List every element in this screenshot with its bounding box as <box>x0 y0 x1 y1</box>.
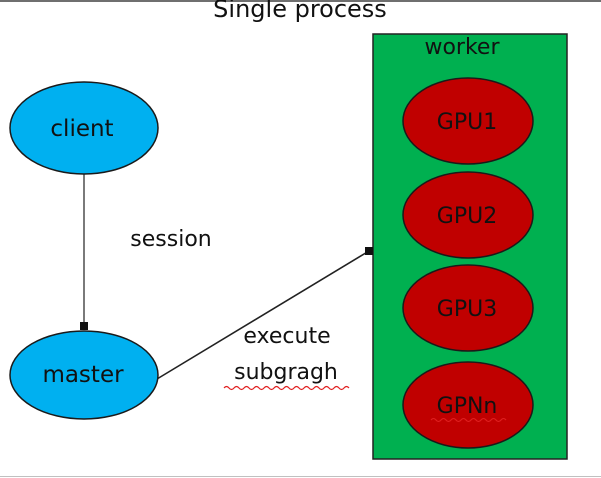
spellcheck-underline <box>430 417 507 423</box>
gpu-node-3[interactable]: GPU3 <box>402 264 534 352</box>
worker-label: worker <box>424 35 500 60</box>
execute-edge-label-line2: subgragh <box>234 360 338 385</box>
client-node[interactable]: client <box>9 81 159 175</box>
frame-bottom-border <box>0 476 601 477</box>
client-ellipse <box>9 81 159 175</box>
master-label: master <box>42 362 124 388</box>
execute-edge <box>156 250 370 380</box>
execute-edge-label-line1: execute <box>243 324 330 349</box>
gpu-label: GPU3 <box>437 297 497 322</box>
diagram-title: Single process <box>213 0 387 23</box>
session-edge-label: session <box>130 227 211 252</box>
frame-top-border <box>0 0 601 2</box>
gpu-ellipse <box>402 264 534 352</box>
gpu-node-1[interactable]: GPU1 <box>402 77 534 165</box>
master-node[interactable]: master <box>9 330 159 420</box>
gpu-node-2[interactable]: GPU2 <box>402 171 534 259</box>
gpu-label: GPU1 <box>437 110 497 135</box>
client-label: client <box>50 116 113 142</box>
gpu-ellipse <box>402 171 534 259</box>
gpu-node-n[interactable]: GPNn <box>402 361 534 449</box>
session-edge-connector <box>80 322 88 330</box>
gpu-ellipse <box>402 77 534 165</box>
execute-edge-connector <box>365 247 373 255</box>
gpu-label: GPNn <box>437 394 498 419</box>
master-ellipse <box>9 330 159 420</box>
gpu-label: GPU2 <box>437 204 497 229</box>
gpu-ellipse <box>402 361 534 449</box>
spellcheck-underline <box>223 385 350 391</box>
